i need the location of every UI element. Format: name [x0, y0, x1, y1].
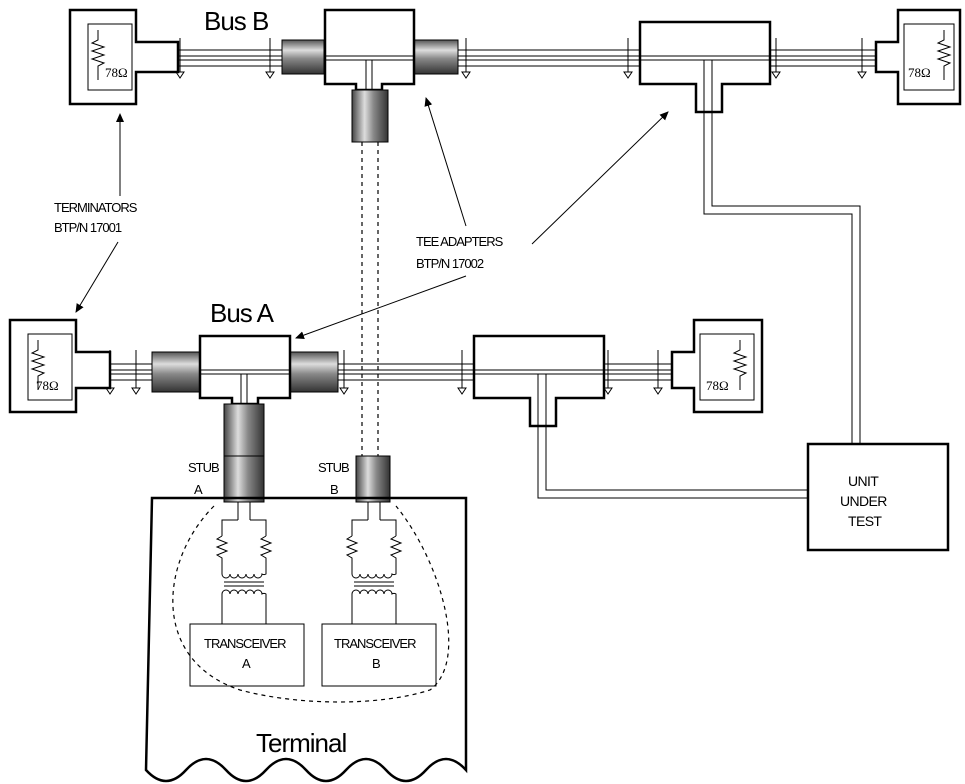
tee-arrow-bus-a: [295, 275, 467, 340]
transceiver-a-line1: TRANSCEIVER: [204, 636, 286, 651]
bnc-connector: [281, 39, 325, 75]
bnc-connector: [151, 351, 201, 393]
stub-a-label-line2: A: [194, 482, 203, 497]
tee-adapters-label-line1: TEE ADAPTERS: [416, 234, 504, 249]
resistor-symbol: [30, 340, 46, 390]
uut-line3: TEST: [848, 513, 882, 529]
bnc-connector: [351, 89, 389, 143]
uut-cable-bus-a: [537, 426, 808, 499]
tee-adapters-label-line2: BTP/N 17002: [416, 256, 484, 271]
stub-b-connector: [355, 455, 391, 503]
resistor-symbol: [90, 30, 106, 80]
terminal-label: Terminal: [256, 728, 346, 758]
transceiver-b-line2: B: [372, 656, 380, 671]
uut-line2: UNDER: [840, 493, 887, 509]
ohm-label: 78Ω: [36, 378, 59, 393]
terminator-inner: [87, 23, 133, 91]
stub-b-label-line1: STUB: [318, 460, 349, 475]
tee-arrow-bus-b: [424, 97, 467, 227]
terminators-label-line2: BTP/N 17001: [54, 220, 122, 235]
terminators-arrow-down: [75, 241, 119, 313]
resistor-symbol: [732, 340, 748, 390]
ohm-label: 78Ω: [908, 65, 931, 80]
bnc-connector: [413, 39, 459, 75]
stub-b-label-line2: B: [330, 482, 338, 497]
bus-a-cable-right: [603, 350, 672, 395]
bus-b-cable-left: [178, 38, 282, 72]
bnc-connector: [223, 403, 265, 457]
bnc-connector: [289, 351, 339, 393]
transceiver-envelope: [172, 505, 450, 703]
unit-under-test-box: [806, 442, 950, 552]
terminators-label-line1: TERMINATORS: [54, 200, 138, 215]
tee-adapter-bus-b-right: [638, 20, 772, 114]
stub-a-label-line1: STUB: [188, 460, 219, 475]
bus-b-label: Bus B: [204, 6, 268, 36]
tee-adapter-bus-b: [323, 8, 416, 92]
stub-b-dashed-cable: [361, 142, 379, 456]
bus-a-cable-left: [105, 350, 152, 395]
terminator-bus-b-right: [874, 8, 962, 106]
bus-b-cable-right: [770, 38, 876, 79]
bus-a-cable-middle: [338, 350, 474, 395]
tee-arrow-bus-b-right: [531, 111, 669, 245]
transceiver-a-circuit: [215, 502, 273, 624]
bus-a-label: Bus A: [210, 298, 275, 328]
terminator-bus-a-right: [670, 318, 764, 414]
bus-b-cable-middle: [458, 38, 640, 79]
transceiver-a-line2: A: [242, 656, 251, 671]
ohm-label: 78Ω: [105, 65, 128, 80]
uut-cable-bus-b: [703, 112, 861, 444]
transceiver-b-box: [321, 623, 437, 687]
transceiver-b-circuit: [345, 502, 403, 624]
uut-line1: UNIT: [848, 473, 879, 489]
ohm-label: 78Ω: [706, 378, 729, 393]
tee-adapter-bus-a-right: [472, 334, 606, 428]
ground-symbol: [175, 71, 275, 79]
resistor-symbol: [936, 30, 952, 80]
transceiver-a-box: [189, 623, 305, 687]
stub-a-connector: [223, 455, 265, 503]
transceiver-b-line1: TRANSCEIVER: [334, 636, 416, 651]
terminal-enclosure: [144, 496, 468, 783]
